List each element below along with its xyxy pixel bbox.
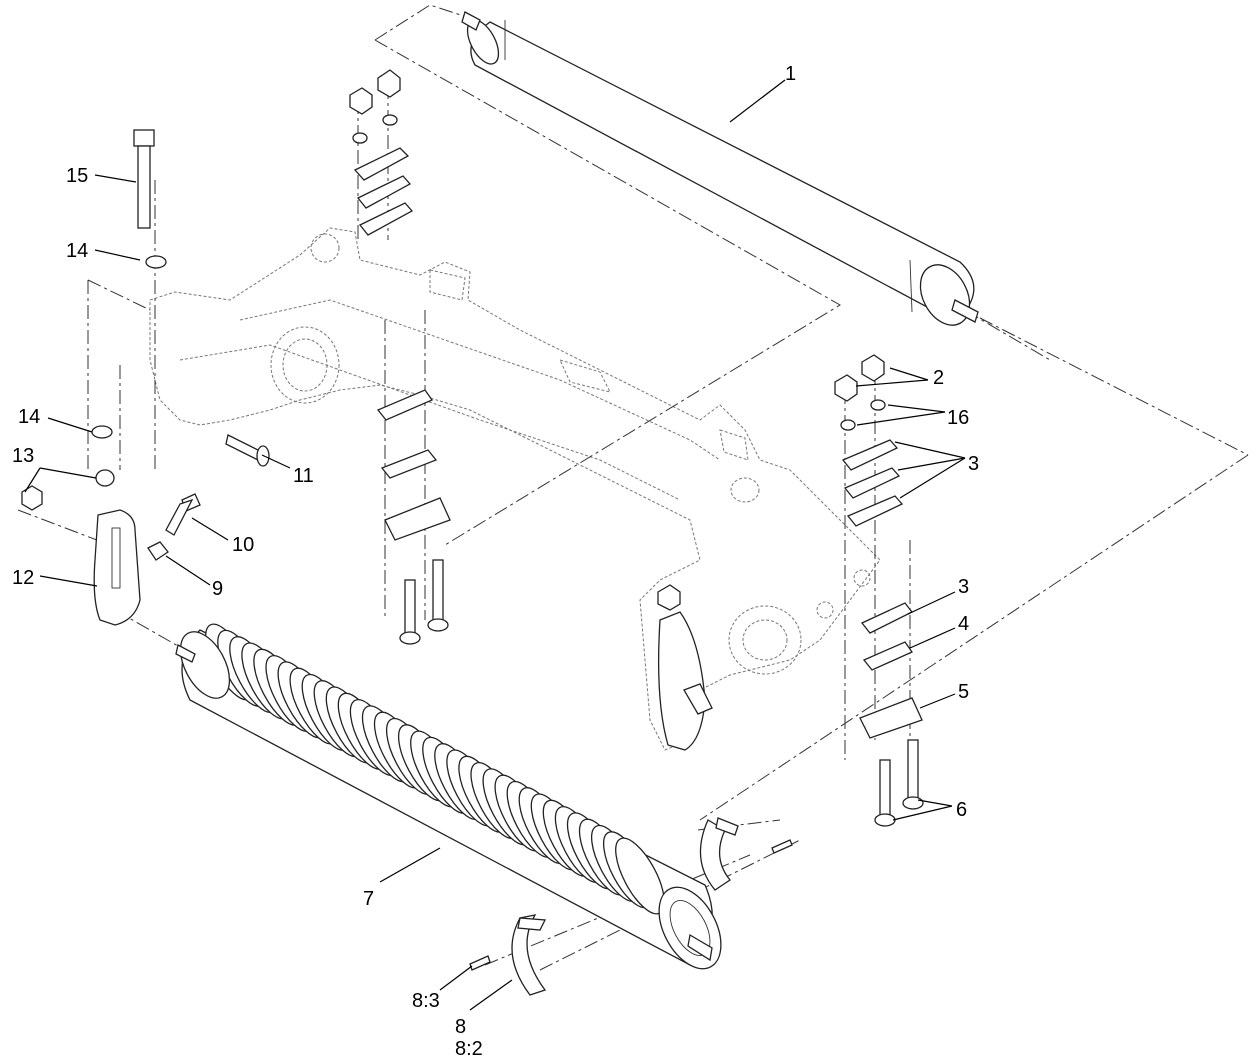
callout-labels: 1 2 16 3 3 4 5 6 7 8 8:2 8:3 9 10 11 12 … — [12, 63, 979, 1060]
callout-3-lower: 3 — [958, 576, 969, 598]
center-clamp-stack — [349, 69, 451, 645]
callout-7: 7 — [363, 888, 374, 910]
left-bolt-stack — [21, 129, 167, 511]
callout-16: 16 — [947, 407, 969, 429]
callout-14-lower: 14 — [18, 406, 40, 428]
bearing-screws — [469, 839, 793, 971]
callout-15: 15 — [66, 165, 88, 187]
callout-5: 5 — [958, 681, 969, 703]
callout-8-2: 8:2 — [455, 1038, 483, 1060]
frame-ghost — [149, 227, 881, 751]
callout-9: 9 — [212, 578, 223, 600]
callout-2: 2 — [933, 367, 944, 389]
callout-11: 11 — [293, 465, 314, 487]
right-clamp-stack — [834, 354, 924, 827]
callout-4: 4 — [958, 613, 969, 635]
bearing-halves — [511, 817, 739, 996]
grooved-roller — [175, 623, 722, 970]
callout-6: 6 — [956, 799, 967, 821]
callout-1: 1 — [785, 63, 796, 85]
leader-lines — [24, 79, 966, 1011]
callout-10: 10 — [232, 534, 254, 556]
callout-13: 13 — [12, 445, 34, 467]
callout-14-upper: 14 — [66, 240, 88, 262]
front-roller — [461, 11, 979, 326]
callout-12: 12 — [12, 567, 34, 589]
callout-8: 8 — [455, 1016, 466, 1038]
right-side-bracket — [657, 584, 713, 751]
callout-3-upper: 3 — [968, 453, 979, 475]
callout-8-3: 8:3 — [412, 990, 440, 1012]
left-bracket-parts — [93, 434, 270, 626]
